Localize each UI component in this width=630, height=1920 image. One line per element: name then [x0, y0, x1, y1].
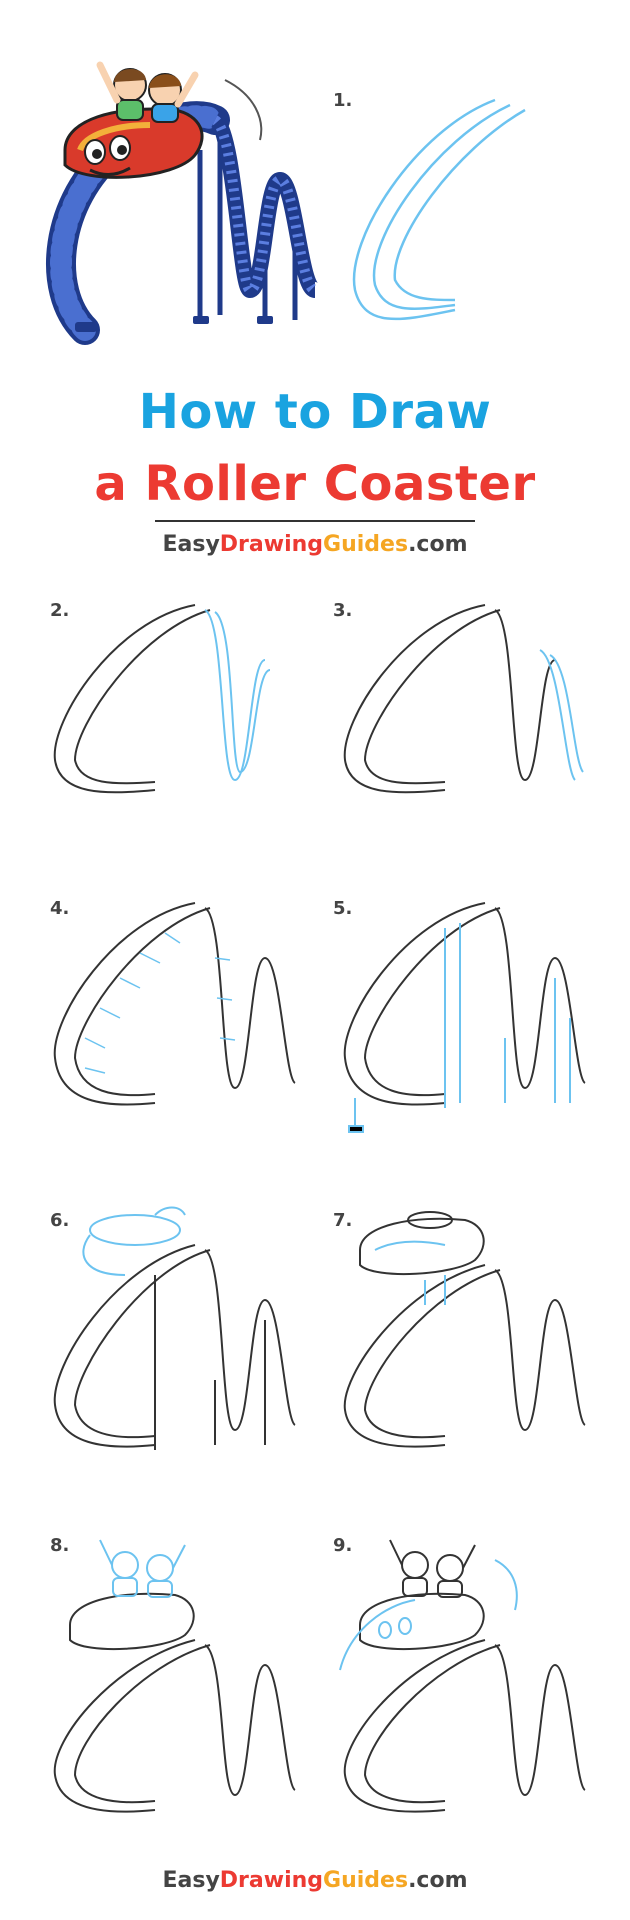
brand-easy: Easy [162, 1868, 220, 1893]
step-number-8: 8. [50, 1535, 70, 1556]
title-line-1: How to Draw [138, 384, 492, 440]
step-3-drawing [343, 604, 584, 794]
step-9-drawing [339, 1539, 586, 1813]
step-number-2: 2. [50, 600, 70, 621]
brand-logo-top[interactable]: EasyDrawingGuides.com [0, 532, 630, 557]
step-4-drawing [53, 902, 296, 1106]
step-number-3: 3. [333, 600, 353, 621]
step-2-drawing [53, 604, 271, 794]
brand-easy: Easy [162, 532, 220, 557]
brand-drawing: Drawing [219, 1868, 324, 1893]
step-number-6: 6. [50, 1210, 70, 1231]
brand-dotcom: .com [408, 1868, 468, 1893]
brand-logo-bottom[interactable]: EasyDrawingGuides.com [0, 1868, 630, 1893]
step-5-drawing [343, 902, 586, 1133]
title-underline [155, 520, 475, 522]
brand-dotcom: .com [408, 532, 468, 557]
step-number-1: 1. [333, 90, 353, 111]
brand-guides: Guides [323, 532, 409, 557]
step-1-drawing [352, 98, 526, 321]
title-line-2: a Roller Coaster [94, 456, 536, 512]
step-number-5: 5. [333, 898, 353, 919]
step-7-drawing [343, 1211, 586, 1448]
step-number-9: 9. [333, 1535, 353, 1556]
step-number-4: 4. [50, 898, 70, 919]
step-8-drawing [53, 1539, 296, 1813]
brand-drawing: Drawing [219, 532, 324, 557]
step-6-drawing [53, 1206, 296, 1450]
brand-guides: Guides [323, 1868, 409, 1893]
hero-roller-coaster-illustration [46, 61, 320, 345]
step-number-7: 7. [333, 1210, 353, 1231]
